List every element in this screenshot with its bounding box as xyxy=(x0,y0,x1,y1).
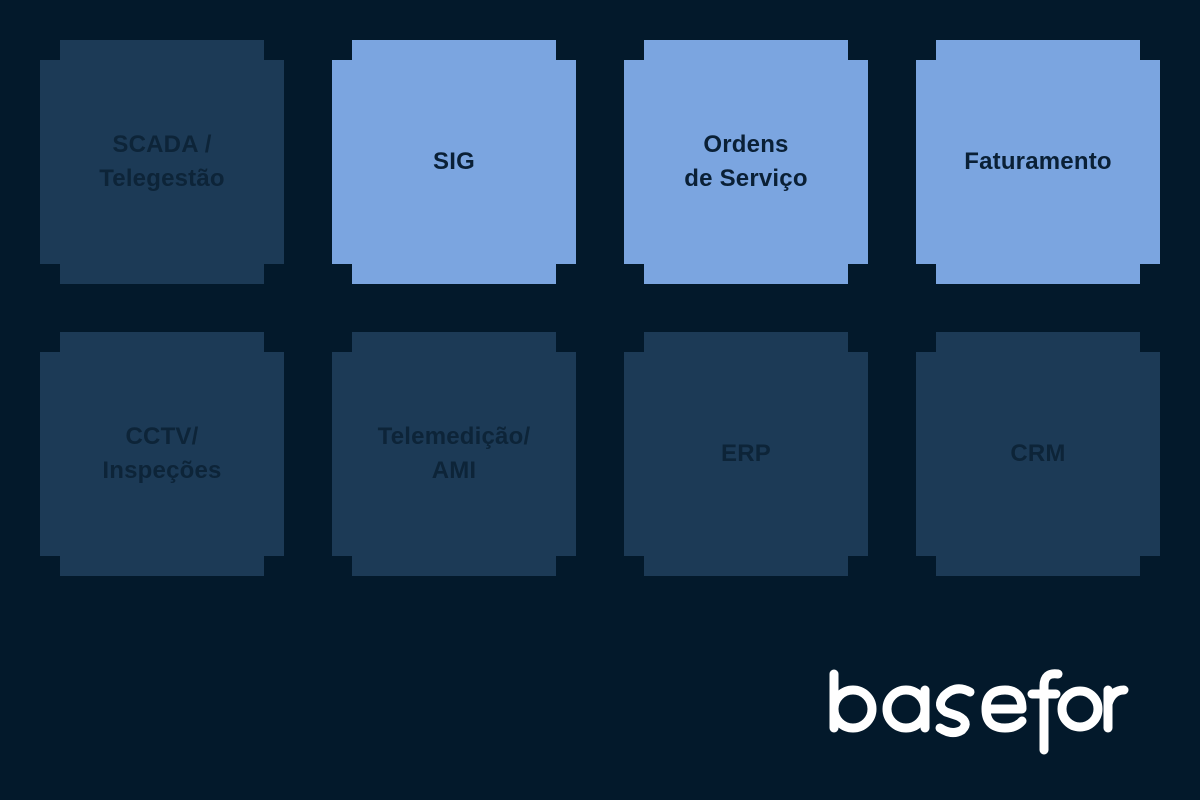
tile-scada-telegestao: SCADA / Telegestão xyxy=(40,40,284,284)
tile-ordens-de-servico: Ordens de Serviço xyxy=(624,40,868,284)
baseform-logo xyxy=(829,669,1129,755)
tile-label: CCTV/ Inspeções xyxy=(102,423,222,484)
tile-crm: CRM xyxy=(916,332,1160,576)
tile-faturamento: Faturamento xyxy=(916,40,1160,284)
tile-sig: SIG xyxy=(332,40,576,284)
tile-telemedicao-ami: Telemedição/ AMI xyxy=(332,332,576,576)
tile-label: CRM xyxy=(1010,440,1066,467)
tile-label: SCADA / Telegestão xyxy=(99,131,225,192)
tile-label: SIG xyxy=(433,148,475,175)
tile-erp: ERP xyxy=(624,332,868,576)
tile-label: ERP xyxy=(721,440,771,467)
tile-cctv-inspecoes: CCTV/ Inspeções xyxy=(40,332,284,576)
tile-label: Ordens de Serviço xyxy=(684,131,808,192)
tile-label: Telemedição/ AMI xyxy=(377,423,531,484)
tile-label: Faturamento xyxy=(964,148,1112,175)
systems-grid: SCADA / Telegestão SIG Ordens de Serviço… xyxy=(40,40,1160,576)
